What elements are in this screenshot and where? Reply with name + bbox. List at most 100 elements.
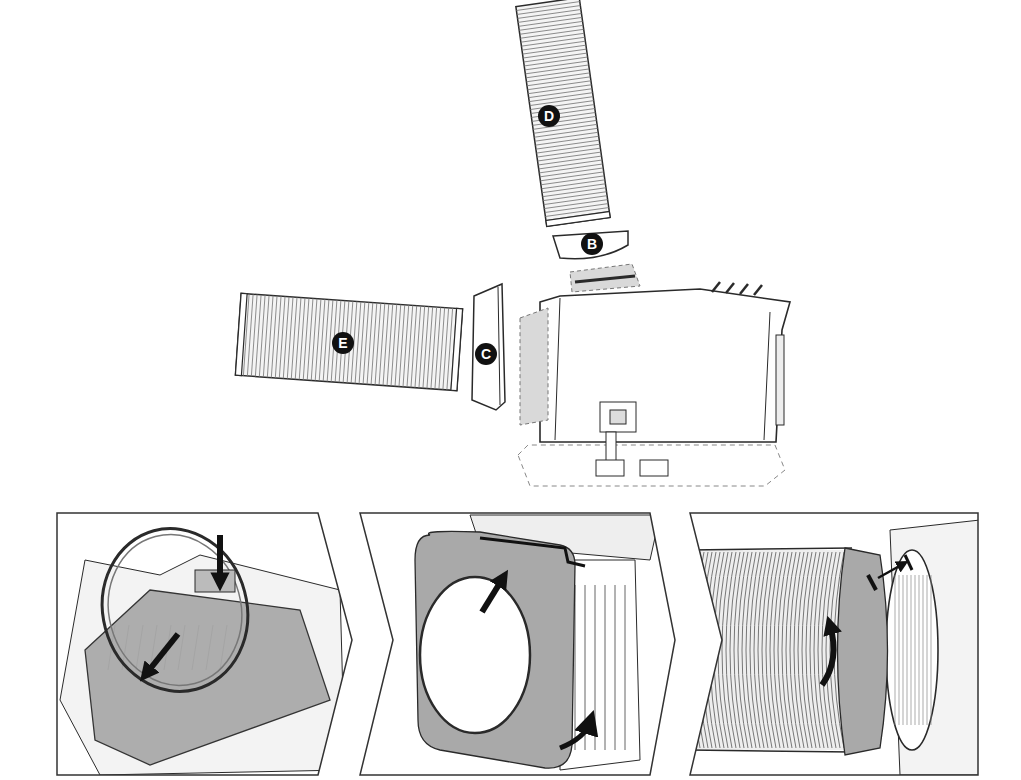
vent-slat <box>927 575 928 725</box>
adapter-plate <box>415 531 575 768</box>
hose-pleat <box>540 172 603 181</box>
hose-pleat <box>526 73 589 82</box>
callout-letter: D <box>544 109 554 123</box>
hose-pleat <box>545 204 608 213</box>
step-panel <box>690 520 980 775</box>
vent-slat <box>895 575 896 725</box>
hose-pleat <box>528 85 591 94</box>
adapter-edge <box>498 287 500 405</box>
control-port <box>610 410 626 424</box>
hose-pleat <box>543 192 606 201</box>
hose-pleat <box>519 21 582 30</box>
rotate-arrow <box>822 625 834 685</box>
duct-hose <box>235 293 462 390</box>
panel-frame <box>690 513 978 775</box>
vent-slat <box>907 575 908 725</box>
step-panel <box>60 512 345 775</box>
hose-pleat <box>540 168 603 177</box>
body-edge <box>764 312 770 440</box>
adapter-ring <box>420 577 530 733</box>
hose-pleat <box>524 57 587 66</box>
vent-slat <box>911 575 912 725</box>
lock-notch <box>905 555 912 570</box>
hose-cuff <box>451 308 463 390</box>
base-outline <box>518 445 785 486</box>
hose-pleat <box>521 37 584 46</box>
callout-letter: B <box>587 237 597 251</box>
hose-pleat <box>522 41 585 50</box>
hose-pleat <box>519 17 582 26</box>
hose-pleat <box>520 25 583 34</box>
callout-marker: B <box>581 233 603 255</box>
window-adapter <box>553 231 628 259</box>
hose-pleat <box>541 176 604 185</box>
adapter-tab <box>195 570 235 592</box>
hose-pleat <box>523 49 586 58</box>
hose-body <box>690 550 855 750</box>
window-adapter <box>472 284 505 410</box>
vent-slat <box>585 585 586 750</box>
adapter-ring <box>92 520 259 701</box>
adapter-plate <box>85 590 330 765</box>
hose-pleat <box>541 180 604 189</box>
hose-pleat <box>525 65 588 74</box>
hose-pleat <box>544 196 607 205</box>
hose-pleat <box>518 13 581 22</box>
hose-pleat <box>538 152 601 161</box>
step-panel <box>415 515 660 770</box>
hose-cuff <box>235 293 247 375</box>
hose-pleat <box>524 53 587 62</box>
hose-pleat <box>516 2 579 11</box>
callout-marker: D <box>538 105 560 127</box>
outlet-rim <box>575 276 635 282</box>
hose-pleat <box>536 140 599 149</box>
hose-pleat <box>536 144 599 153</box>
hose-body <box>516 0 610 226</box>
hose-pleat <box>525 61 588 70</box>
vent-slat <box>931 575 932 725</box>
drain-clip <box>596 460 624 476</box>
hose-pleat <box>537 148 600 157</box>
hose-pleat <box>690 552 700 748</box>
body-edge <box>555 298 560 440</box>
top-fin <box>726 283 734 293</box>
callout-marker: E <box>332 332 354 354</box>
rotate-arrow <box>560 722 590 748</box>
hose-pleat <box>539 160 602 169</box>
hose-pleat <box>520 29 583 38</box>
callout-marker: C <box>475 343 497 365</box>
vent-slat <box>919 575 920 725</box>
vent-slat <box>595 585 596 750</box>
drain-clip <box>640 460 668 476</box>
hose-pleat <box>544 200 607 209</box>
side-panel <box>776 335 784 425</box>
direction-arrow <box>482 578 503 612</box>
direction-arrow <box>878 564 903 578</box>
callout-letter: E <box>338 336 347 350</box>
hose-pleat <box>534 128 597 137</box>
hose-pleat <box>535 132 598 141</box>
hose-pleat <box>542 184 605 193</box>
adapter-ring <box>84 512 266 708</box>
hose-pleat <box>529 93 592 102</box>
direction-arrow <box>146 634 178 674</box>
hose-pleat <box>543 188 606 197</box>
hose-pleat <box>523 45 586 54</box>
vent-slat <box>605 585 606 750</box>
hose-pleat <box>530 97 593 106</box>
top-fin <box>740 284 748 294</box>
hose-pleat <box>539 164 602 173</box>
hose-pleat <box>518 10 581 19</box>
hose-pleat <box>538 156 601 165</box>
vent-slat <box>615 585 616 750</box>
duct-hose <box>516 0 610 226</box>
panel-frame <box>360 513 675 775</box>
control-plate <box>600 402 636 432</box>
hose-edge <box>690 548 852 550</box>
hose-pleat <box>535 136 598 145</box>
drain-strap <box>606 432 616 462</box>
vent-slat <box>915 575 916 725</box>
direction-arrow <box>217 535 223 582</box>
